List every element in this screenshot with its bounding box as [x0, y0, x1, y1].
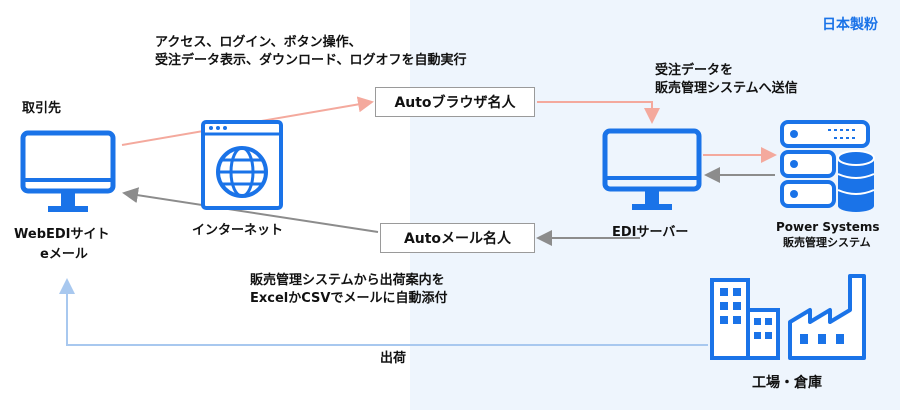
- client-heading: 取引先: [22, 101, 62, 116]
- client-device-line1: WebEDIサイト: [14, 227, 110, 242]
- client-device-line2: eメール: [40, 247, 88, 262]
- auto-mail-label: Autoメール名人: [403, 231, 512, 247]
- shipment-label: 出荷: [380, 351, 407, 366]
- power-systems-name: Power Systems: [776, 220, 880, 234]
- factory-warehouse-icon: [710, 274, 866, 360]
- arrow-shipment: [59, 278, 708, 346]
- power-systems-server-icon: [780, 120, 875, 212]
- arrow-auto-mail-to-client: [122, 187, 379, 233]
- power-systems-subtitle: 販売管理システム: [783, 236, 871, 249]
- internet-globe-icon: [201, 120, 283, 210]
- automation-annotation-line2: 受注データ表示、ダウンロード、ログオフを自動実行: [155, 53, 467, 68]
- mail-annotation-line1: 販売管理システムから出荷案内を: [250, 273, 445, 288]
- send-annotation-line1: 受注データを: [655, 63, 734, 78]
- auto-mail-box: Autoメール名人: [380, 223, 535, 253]
- edi-server-label: EDIサーバー: [612, 225, 689, 240]
- send-annotation-line2: 販売管理システムへ送信: [655, 81, 798, 96]
- mail-annotation-line2: ExcelかCSVでメールに自動添付: [250, 291, 448, 306]
- company-name: 日本製粉: [822, 17, 878, 33]
- internet-label: インターネット: [192, 223, 284, 238]
- arrow-browser-to-edi: [537, 101, 660, 124]
- auto-browser-box: Autoブラウザ名人: [375, 87, 535, 117]
- automation-annotation-line1: アクセス、ログイン、ボタン操作、: [155, 35, 362, 50]
- factory-warehouse-label: 工場・倉庫: [752, 375, 822, 391]
- auto-browser-label: Autoブラウザ名人: [394, 95, 516, 111]
- edi-server-monitor-icon: [602, 128, 702, 210]
- client-monitor-icon: [20, 130, 116, 212]
